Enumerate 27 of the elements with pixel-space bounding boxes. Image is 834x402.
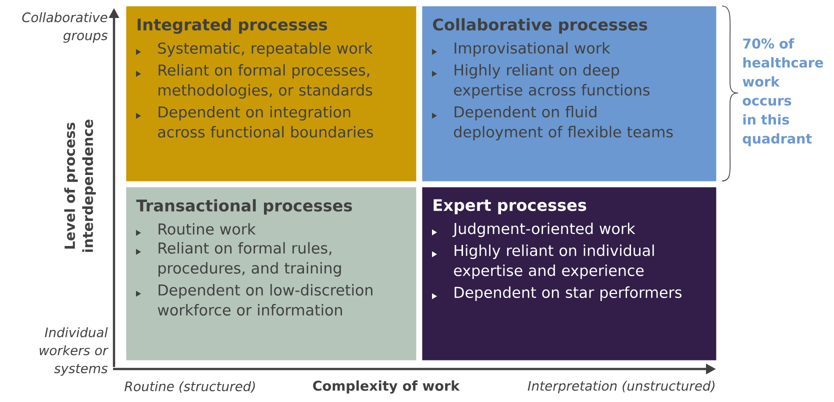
quadrant-box (126, 6, 416, 182)
quadrant-heading: Collaborative processes (433, 18, 648, 34)
bullet-item: Dependent on low-discretion workforce or information (136, 284, 372, 316)
bullet-item: Dependent on integration across functional boundaries (136, 106, 374, 138)
axis-title: Complexity of work (313, 380, 460, 394)
axis-label: Individual workers or systems (40, 327, 108, 376)
axis-label: Interpretation (unstructured) (528, 380, 714, 394)
bullet-item: Dependent on star performers (432, 286, 682, 301)
bullet-item: Systematic, repeatable work (136, 42, 373, 57)
bullet-item: Judgment-oriented work (432, 222, 636, 238)
quadrant-box (422, 6, 716, 182)
bullet-item: Reliant on formal rules, procedures, and training (136, 242, 341, 277)
bullet-item: Dependent on fluid deployment of flexible teams (432, 106, 673, 140)
bullet-item: Routine work (136, 223, 256, 236)
callout-text: 70% of healthcare work occurs in this quadrant (742, 38, 824, 146)
bullet-item: Improvisational work (432, 42, 610, 57)
axis-label: Routine (structured) (124, 381, 255, 393)
quadrant-heading: Expert processes (434, 199, 586, 214)
bullet-item: Highly reliant on deep expertise across functions (432, 64, 650, 99)
axis-label: Collaborative groups (22, 12, 108, 43)
quadrant-box (126, 187, 416, 360)
bullet-item: Highly reliant on individual expertise and experience (432, 244, 654, 280)
quadrant-box (422, 187, 716, 360)
quadrant-heading: Transactional processes (136, 199, 352, 215)
bullet-item: Reliant on formal processes, methodologies, or standards (136, 64, 372, 99)
quadrant-heading: Integrated processes (138, 18, 328, 34)
axis-title: Level of process interdependence (64, 120, 96, 252)
